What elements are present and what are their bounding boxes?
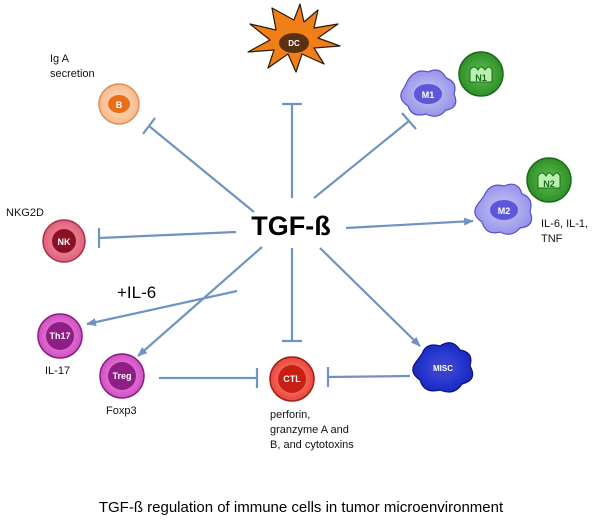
edge-tgf-treg — [137, 246, 263, 357]
ctl-note-line2: granzyme A and — [270, 424, 349, 436]
edge-tgf-misc — [319, 247, 421, 347]
misc-cell: MISC — [412, 342, 474, 393]
edge-label-il6: +IL-6 — [117, 283, 156, 302]
nk-note: NKG2D — [6, 207, 44, 219]
center-label: TGF-ß — [251, 211, 330, 241]
m2-note-line2: TNF — [541, 233, 563, 245]
edge-misc-ctl — [327, 374, 411, 379]
nk-cell: NK — [42, 219, 86, 263]
dc-label: DC — [288, 39, 300, 48]
th17-label: Th17 — [49, 331, 70, 341]
ctl-note-line1: perforin, — [270, 409, 310, 421]
m1-cell: M1 — [400, 69, 457, 117]
b-note-line1: Ig A — [50, 53, 70, 65]
m2-cell: M2 — [474, 183, 533, 235]
ctl-note-line3: B, and cytotoxins — [270, 439, 354, 451]
figure-caption: TGF-ß regulation of immune cells in tumo… — [99, 499, 504, 516]
dc-cell: DC — [247, 3, 341, 73]
edge-tgf-m2 — [345, 217, 474, 230]
b-cell: B — [98, 83, 140, 125]
edge-tgf-m1 — [313, 120, 410, 199]
edge-tgf-b-bar — [142, 117, 156, 135]
edges — [86, 102, 474, 388]
misc-label: MISC — [433, 364, 453, 373]
edge-tgf-th17 — [86, 289, 238, 326]
n1-cell: N1 — [458, 51, 504, 97]
edge-tgf-nk — [98, 230, 237, 240]
th17-cell: Th17 — [37, 313, 83, 359]
treg-note: Foxp3 — [106, 405, 137, 417]
b-label: B — [116, 100, 123, 110]
edge-tgf-m1-bar — [401, 112, 417, 130]
ctl-cell: CTL — [269, 356, 315, 402]
n2-cell: N2 — [526, 157, 572, 203]
m2-note-line1: IL-6, IL-1, — [541, 218, 588, 230]
m1-label: M1 — [422, 90, 435, 100]
m2-label: M2 — [498, 206, 511, 216]
b-note-line2: secretion — [50, 68, 95, 80]
nk-label: NK — [58, 237, 71, 247]
n1-label: N1 — [475, 73, 487, 83]
edge-tgf-b — [148, 125, 255, 213]
ctl-label: CTL — [283, 374, 301, 384]
treg-cell: Treg — [99, 353, 145, 399]
n2-label: N2 — [543, 179, 555, 189]
th17-note: IL-17 — [45, 365, 70, 377]
treg-label: Treg — [112, 371, 131, 381]
dc-nucleus — [279, 33, 309, 53]
